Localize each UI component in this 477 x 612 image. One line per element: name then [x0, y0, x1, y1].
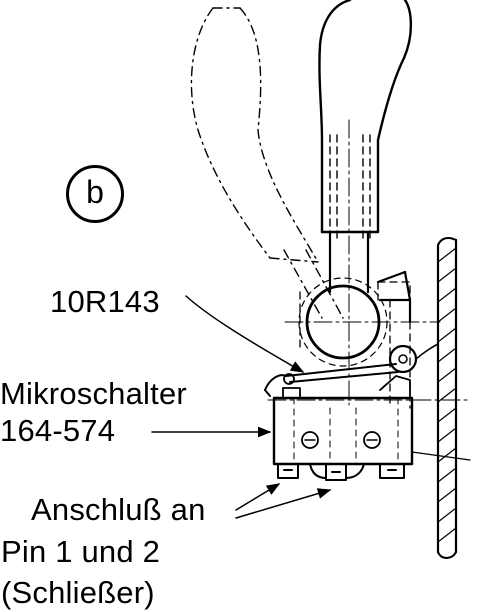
switch-roller	[388, 343, 439, 374]
lever-handle	[318, 0, 413, 234]
threaded-bore-hidden	[329, 134, 371, 239]
switch-name-label: Mikroschalter	[0, 376, 187, 411]
connection-label-line2: Pin 1 und 2	[1, 534, 161, 569]
figure-marker-b: b	[66, 165, 124, 223]
spring-pin	[283, 373, 295, 385]
figure-marker-letter: b	[86, 174, 104, 210]
micro-switch-body	[272, 375, 414, 466]
lever-shaft	[328, 230, 370, 294]
part-number-label: 10R143	[50, 284, 160, 319]
connection-label-line3: (Schließer)	[1, 575, 155, 610]
mounting-wall	[436, 236, 458, 559]
connection-label-line1: Anschluß an	[31, 492, 206, 527]
mounting-bracket	[376, 270, 412, 324]
switch-terminals	[277, 463, 405, 481]
lever-alternate-position-dashed	[190, 7, 344, 319]
switch-number-label: 164-574	[0, 413, 116, 448]
mounting-bracket-hidden	[299, 281, 411, 409]
label-leader-arrows	[151, 295, 332, 519]
bracket-leader-line	[411, 451, 471, 461]
